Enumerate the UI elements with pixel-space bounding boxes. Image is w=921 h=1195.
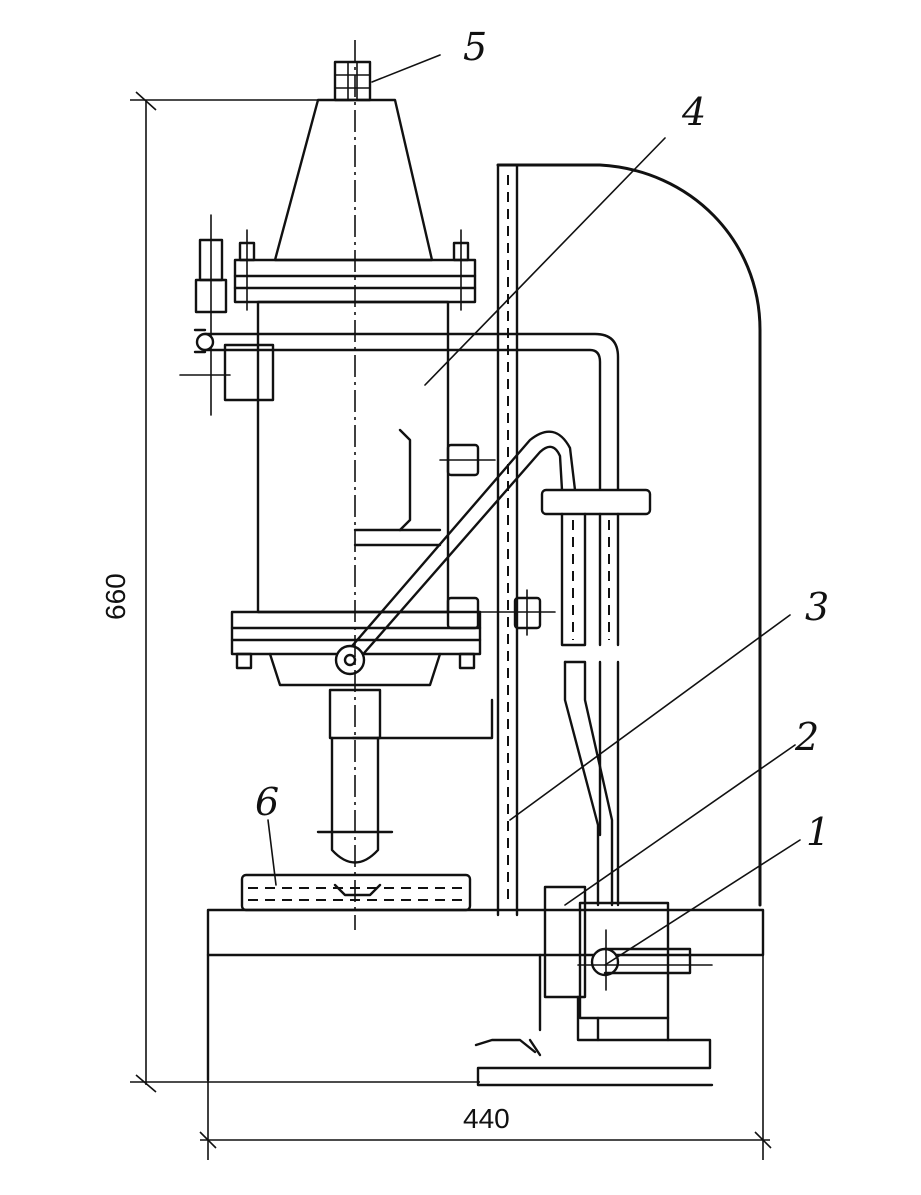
callout-4: 4 (681, 90, 706, 134)
pipe-clamp (540, 488, 652, 647)
diagonal-hose (334, 430, 577, 676)
cylinder-cap (273, 60, 434, 262)
cylinder-body (256, 300, 450, 614)
ram (316, 688, 494, 864)
width-dimension-label: 440 (463, 1103, 510, 1134)
column-bolts (439, 443, 556, 636)
height-dimension-label: 660 (100, 573, 131, 620)
leader-lines (267, 54, 801, 966)
dimension-width (199, 920, 772, 1160)
callout-3: 3 (805, 585, 829, 629)
machine-frame (496, 163, 762, 917)
callout-1: 1 (806, 810, 830, 854)
die-table (240, 873, 472, 912)
pedal-valve (474, 885, 714, 1087)
side-valve (179, 214, 275, 416)
dimension-height (130, 91, 480, 1093)
callout-6: 6 (255, 780, 279, 824)
control-hose (563, 660, 620, 907)
base-plate (206, 908, 765, 1082)
air-pipe-upper (195, 332, 620, 492)
callout-2: 2 (794, 715, 819, 759)
callout-5: 5 (463, 25, 487, 69)
